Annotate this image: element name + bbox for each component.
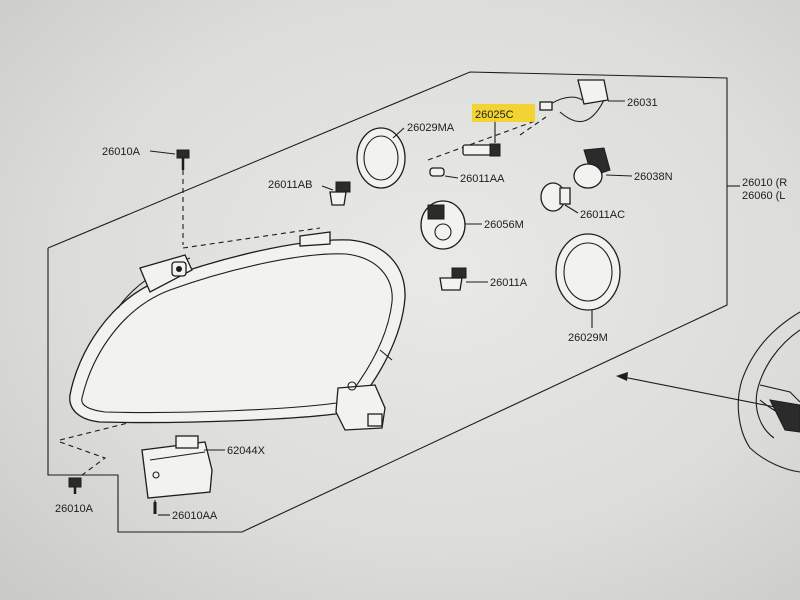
- label-26011A: 26011A: [490, 277, 528, 289]
- label-26031: 26031: [627, 97, 658, 109]
- label-26029M: 26029M: [568, 332, 608, 344]
- label-26010A-bottom: 26010A: [55, 503, 94, 515]
- leveling-motor-26056M-icon: [420, 200, 466, 250]
- label-62044X: 62044X: [227, 445, 266, 457]
- headlamp-assembly: [69, 231, 406, 431]
- label-26029MA: 26029MA: [407, 122, 455, 134]
- label-26056M: 26056M: [484, 219, 524, 231]
- seal-ring-26029MA-icon: [356, 127, 406, 189]
- label-26011AA: 26011AA: [460, 173, 505, 185]
- label-26010A-top: 26010A: [102, 146, 141, 158]
- screw-26010A-top-icon: [176, 149, 190, 170]
- highlight-marker: [472, 104, 535, 122]
- bulb-26011AA-icon: [429, 167, 445, 177]
- bulb-26011AB-icon: [329, 181, 351, 206]
- socket-26038N-icon: [573, 147, 611, 189]
- location-arrow-head-icon: [616, 372, 628, 381]
- label-26010AA: 26010AA: [172, 510, 218, 522]
- location-arrow-line: [617, 375, 800, 413]
- assembly-frame: [47, 71, 728, 533]
- car-outline-icon: [737, 311, 800, 473]
- leader-26011AB: [321, 185, 334, 191]
- dash-left-mount: [59, 422, 129, 441]
- dash-bulb-line: [427, 119, 539, 161]
- bulb-26011A-icon: [439, 267, 467, 291]
- label-26011AC: 26011AC: [580, 209, 625, 221]
- bulb-26011AC-icon: [540, 182, 571, 212]
- label-26011AB: 26011AB: [268, 179, 312, 191]
- label-26060: 26060 (L: [742, 190, 785, 202]
- leader-26010A-top: [149, 150, 176, 155]
- socket-26031-icon: [539, 79, 609, 123]
- leader-26011AC: [564, 204, 579, 214]
- bulb-26025C-icon: [462, 143, 501, 157]
- label-26025C: 26025C: [475, 109, 514, 121]
- leader-26029MA: [392, 127, 405, 139]
- label-26010: 26010 (R: [742, 177, 787, 189]
- leader-26038N: [605, 174, 633, 177]
- dash-26010A-bottom: [59, 441, 107, 479]
- screw-26010A-bottom-icon: [68, 477, 82, 494]
- leader-26011AA: [444, 175, 459, 179]
- label-26038N: 26038N: [634, 171, 673, 183]
- bracket-62044X: [141, 435, 213, 499]
- seal-ring-26029M-icon: [555, 233, 621, 311]
